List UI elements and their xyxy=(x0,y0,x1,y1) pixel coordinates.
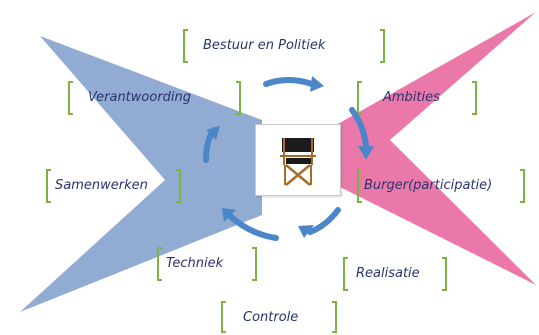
arrow-bottom-left xyxy=(227,213,279,241)
topic-samenwerken: Samenwerken xyxy=(55,178,148,193)
topic-burger-participatie: Burger(participatie) xyxy=(364,178,493,193)
arrow-heads xyxy=(206,76,374,238)
right-star-shape xyxy=(336,12,536,285)
director-chair-icon xyxy=(280,138,316,186)
left-star-shape xyxy=(20,36,262,312)
arrow-head-left xyxy=(206,126,220,140)
arrow-head-top xyxy=(310,76,324,92)
topic-verantwoording: Verantwoording xyxy=(88,90,192,105)
arrow-right xyxy=(349,107,369,149)
arrow-head-bottom-left xyxy=(222,208,236,222)
arrow-bottom-right xyxy=(307,207,341,235)
topic-techniek: Techniek xyxy=(166,256,224,271)
bracket-group xyxy=(46,29,525,333)
topic-realisatie: Realisatie xyxy=(356,266,420,281)
center-image xyxy=(255,124,341,196)
arrow-head-bottom-right xyxy=(298,225,314,238)
arrow-head-right xyxy=(358,146,374,160)
arrow-top xyxy=(263,77,315,87)
topic-ambities: Ambities xyxy=(383,90,440,105)
topic-controle: Controle xyxy=(243,310,299,325)
topic-bestuur-en-politiek: Bestuur en Politiek xyxy=(203,38,326,53)
